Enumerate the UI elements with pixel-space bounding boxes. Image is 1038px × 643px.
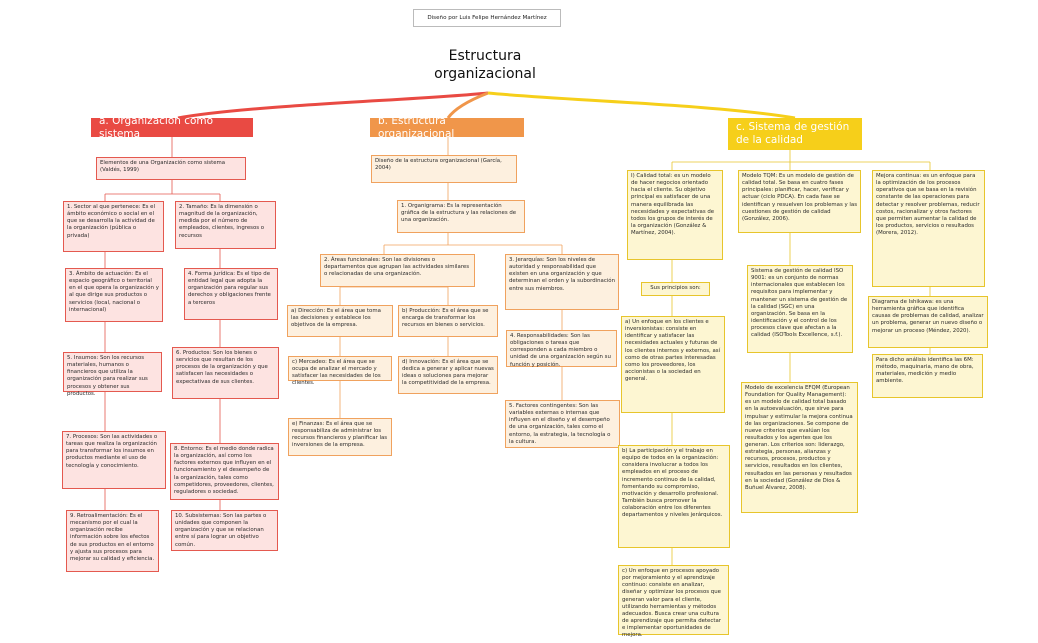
node-forma-juridica: 4. Forma jurídica: Es el tipo de entidad… — [184, 268, 278, 320]
node-mejora-continua: Mejora continua: es un enfoque para la o… — [872, 170, 985, 287]
node-diseno-estructura: Diseño de la estructura organizacional (… — [371, 155, 517, 183]
node-principios: Sus principios son: — [641, 282, 710, 296]
node-responsabilidades: 4. Responsabilidades: Son las obligacion… — [506, 330, 617, 368]
node-finanzas: e) Finanzas: Es el área que se responsab… — [288, 418, 392, 456]
node-productos: 6. Productos: Son los bienes o servicios… — [172, 347, 279, 399]
node-modelo-efqm: Modelo de excelencia EFQM (European Foun… — [741, 382, 858, 513]
node-calidad-total: I) Calidad total: es un modelo de hacer … — [627, 170, 723, 260]
node-jerarquias: 3. Jerarquías: Son los niveles de autori… — [505, 254, 619, 310]
node-modelo-tqm: Modelo TQM: Es un modelo de gestión de c… — [738, 170, 861, 233]
node-ambito: 3. Ámbito de actuación: Es el espacio ge… — [65, 268, 163, 322]
author-credit: Diseño por Luis Felipe Hernández Martíne… — [413, 9, 561, 27]
node-sector: 1. Sector al que pertenece: Es el ámbito… — [63, 201, 164, 252]
node-entorno: 8. Entorno: Es el medio donde radica la … — [170, 443, 279, 500]
node-produccion: b) Producción: Es el área que se encarga… — [398, 305, 498, 337]
header-estructura-organizacional: b. Estructura organizacional — [370, 115, 524, 140]
node-principio-a: a) Un enfoque en los clientes e inversio… — [621, 316, 725, 413]
node-mercadeo: c) Mercadeo: Es el área que se ocupa de … — [288, 356, 392, 386]
node-tamano: 2. Tamaño: Es la dimensión o magnitud de… — [175, 201, 276, 249]
node-seis-m: Para dicho análisis identifica las 6M: m… — [872, 354, 983, 398]
node-retroalimentacion: 9. Retroalimentación: Es el mecanismo po… — [66, 510, 159, 572]
node-organigrama: 1. Organigrama: Es la representación grá… — [397, 200, 525, 233]
node-insumos: 5. Insumos: Son los recursos materiales,… — [63, 352, 162, 397]
page-title: Estructura organizacional — [434, 48, 536, 82]
node-innovacion: d) Innovación: Es el área que se dedica … — [398, 356, 498, 394]
node-diagrama-ishikawa: Diagrama de Ishikawa: es una herramienta… — [868, 296, 988, 348]
node-elementos-sistema: Elementos de una Organización como siste… — [96, 157, 246, 180]
node-areas-funcionales: 2. Áreas funcionales: Son las divisiones… — [320, 254, 475, 287]
header-sistema-gestion-calidad: c. Sistema de gestión de la calidad — [728, 118, 862, 150]
node-principio-b: b) La participación y el trabajo en equi… — [618, 445, 730, 548]
node-principio-c: c) Un enfoque en procesos apoyado por me… — [618, 565, 729, 638]
header-organizacion-sistema: a. Organización como sistema — [91, 115, 253, 140]
node-factores-contingentes: 5. Factores contingentes: Son las variab… — [505, 400, 620, 448]
node-procesos: 7. Procesos: Son las actividades o tarea… — [62, 431, 166, 489]
node-subsistemas: 10. Subsistemas: Son las partes o unidad… — [171, 510, 278, 551]
node-iso-9001: Sistema de gestión de calidad ISO 9001: … — [747, 265, 853, 353]
node-direccion: a) Dirección: Es el área que toma las de… — [287, 305, 393, 337]
